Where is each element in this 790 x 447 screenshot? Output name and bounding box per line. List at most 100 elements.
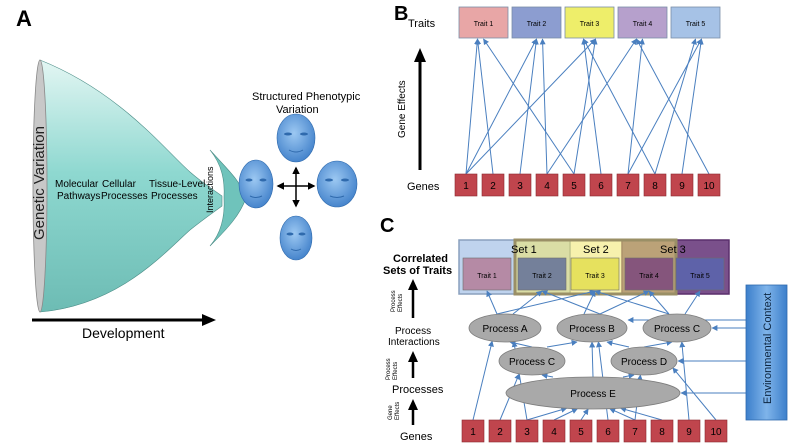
stage-label: Tissue-Level	[149, 179, 205, 190]
gene-box	[515, 419, 539, 443]
gene-effects-label: Gene	[388, 405, 394, 420]
process-node	[505, 376, 681, 410]
panel-c: C Correlated Sets of Traits Process Effe…	[380, 215, 788, 443]
process-effects-label: Process	[391, 290, 397, 312]
gene-box	[704, 419, 728, 443]
phenotype-title: Variation	[276, 104, 319, 116]
funnel-cap	[32, 59, 48, 313]
gene-trait-arrow	[483, 38, 575, 175]
gene-box	[481, 173, 505, 197]
trait-box	[617, 6, 668, 39]
process-interactions-label: Process	[395, 326, 431, 337]
process-label: Process B	[569, 324, 615, 335]
gene-effects-axis-label: Gene Effects	[397, 80, 408, 138]
stage-label: Interactions	[205, 166, 215, 213]
gene-label: 9	[686, 427, 692, 438]
gene-trait-arrow	[627, 38, 702, 175]
gene-trait-arrow	[681, 38, 704, 175]
face-left	[238, 159, 274, 209]
process-label: Process C	[509, 357, 555, 368]
process-node	[556, 313, 628, 343]
gene-trait-arrow	[583, 38, 656, 175]
trait-label: Trait 1	[477, 273, 497, 280]
gene-process-arrow	[672, 367, 717, 421]
correlated-sets-label: Correlated	[393, 253, 448, 265]
gene-trait-arrow	[465, 38, 596, 175]
process-interaction-arrow	[643, 339, 673, 348]
gene-trait-arrow	[654, 38, 697, 175]
gene-box	[508, 173, 532, 197]
gene-process-arrow	[620, 406, 663, 421]
process-effects-arrowhead	[408, 279, 418, 290]
gene-effects-arrowhead	[408, 399, 418, 410]
gene-label: 2	[497, 427, 503, 438]
process-trait-arrow	[512, 290, 543, 315]
processes-arrowhead	[408, 351, 418, 362]
development-arrowhead	[202, 314, 216, 326]
gene-trait-arrow	[465, 38, 537, 175]
gene-process-arrow	[609, 408, 636, 421]
gene-trait-arrow	[581, 38, 602, 175]
gene-label: 4	[551, 427, 557, 438]
environmental-context-label: Environmental Context	[762, 293, 774, 404]
gene-process-arrow	[526, 406, 568, 421]
process-label: Process C	[654, 324, 700, 335]
gene-trait-arrow	[465, 38, 481, 175]
trait-box	[670, 6, 721, 39]
stage-label: Cellular	[102, 179, 137, 190]
genetic-variation-label: Genetic Variation	[31, 126, 48, 240]
face-right	[316, 160, 358, 208]
process-node	[610, 346, 678, 376]
trait-box	[675, 257, 725, 291]
trait-label: Trait 2	[532, 273, 552, 280]
process-trait-arrow	[486, 290, 498, 315]
gene-box	[670, 173, 694, 197]
gene-box	[677, 419, 701, 443]
trait-label: Trait 3	[580, 21, 600, 28]
environmental-context-box	[745, 284, 788, 421]
traits-label: Traits	[408, 18, 436, 30]
process-trait-arrow	[599, 290, 650, 315]
process-effects-label: Process	[386, 358, 392, 380]
trait-row: Trait 1 Trait 2 Trait 3 Trait 4 Trait 5	[458, 6, 721, 39]
gene-label: 10	[710, 427, 722, 438]
set-label: Set 3	[660, 244, 686, 256]
stage-label: Pathways	[57, 191, 100, 202]
trait-label: Trait 4	[633, 21, 653, 28]
process-node	[468, 313, 542, 343]
gene-box	[623, 419, 647, 443]
gene-box	[616, 173, 640, 197]
process-trait-arrow	[648, 290, 670, 315]
process-trait-arrow	[594, 289, 670, 315]
gene-label: 3	[517, 181, 523, 192]
gene-label: 1	[463, 181, 469, 192]
trait-label: Trait 2	[527, 21, 547, 28]
gene-box	[461, 419, 485, 443]
process-interactions-label: Interactions	[388, 337, 440, 348]
trait-box	[517, 257, 567, 291]
gene-box	[589, 173, 613, 197]
gene-label: 5	[578, 427, 584, 438]
trait-label: Trait 3	[585, 273, 605, 280]
process-effects-label: Effects	[393, 362, 399, 380]
gene-box	[454, 173, 478, 197]
trait-label: Trait 5	[686, 21, 706, 28]
panel-a: A Genetic Variation Molecular Pathways C…	[16, 6, 361, 341]
trait-box	[564, 6, 615, 39]
gene-label: 3	[524, 427, 530, 438]
trait-box	[462, 257, 512, 291]
gene-trait-arrow	[627, 38, 645, 175]
panel-a-label: A	[16, 6, 32, 31]
gene-process-arrow	[580, 408, 589, 421]
process-interaction-arrow	[509, 340, 533, 348]
process-interaction-arrow	[546, 339, 578, 348]
gene-label: 9	[679, 181, 685, 192]
trait-label: Trait 1	[474, 21, 494, 28]
gene-box	[569, 419, 593, 443]
process-interaction-arrow	[541, 373, 554, 379]
gene-trait-arrow	[573, 38, 598, 175]
gene-label: 4	[544, 181, 550, 192]
